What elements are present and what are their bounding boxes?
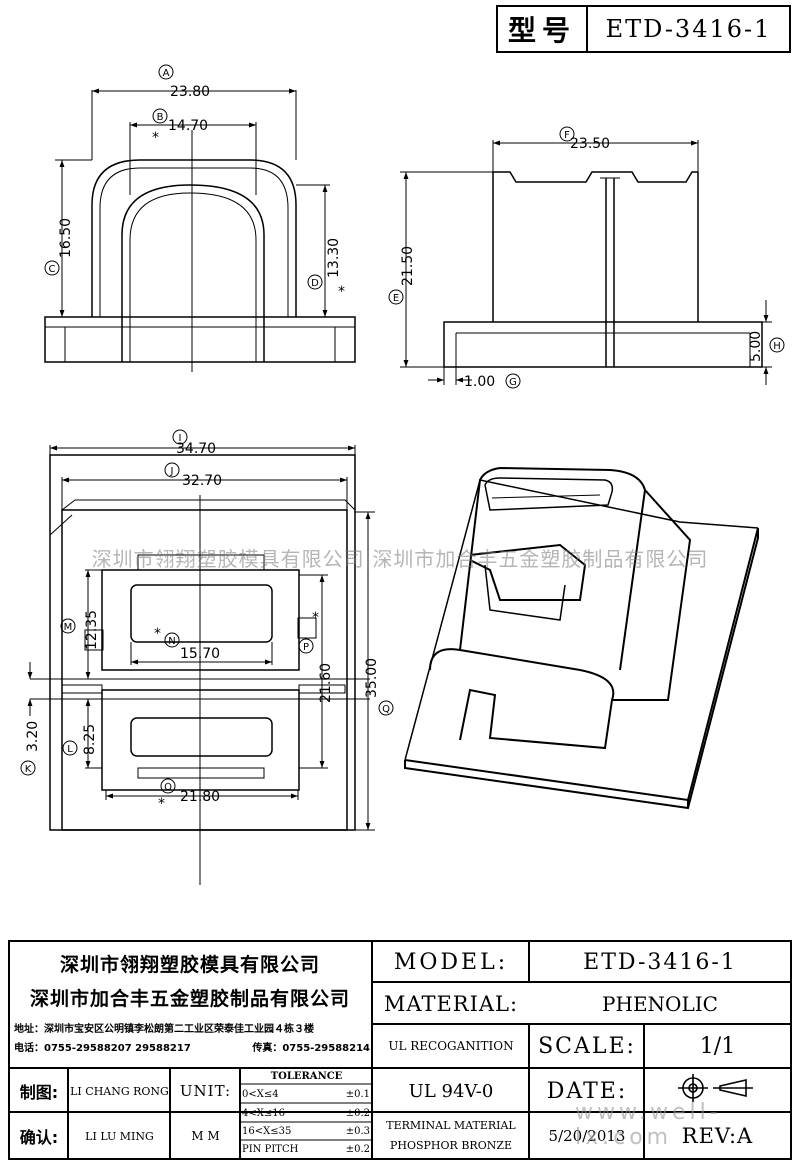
unit-value: M M bbox=[191, 1129, 220, 1143]
title-block-grid bbox=[8, 940, 792, 1160]
company-address: 地址：深圳市宝安区公明镇李松朗第二工业区荣泰佳工业园４栋３楼 bbox=[14, 1023, 314, 1035]
company-fax: 传真：0755-29588214 bbox=[252, 1042, 370, 1054]
dim-i-value: 34.70 bbox=[176, 441, 216, 457]
drawn-label: 制图: bbox=[19, 1083, 59, 1102]
isometric-view bbox=[404, 466, 759, 810]
material-value: PHENOLIC bbox=[602, 992, 718, 1016]
material-label: MATERIAL: bbox=[383, 992, 519, 1016]
dim-g-tag: G bbox=[509, 377, 517, 388]
title-block: 深圳市翎翔塑胶模具有限公司 深圳市加合丰五金塑胶制品有限公司 地址：深圳市宝安区… bbox=[8, 940, 792, 1160]
dim-b-value: 14.70 bbox=[168, 118, 208, 134]
dim-j-tag: J bbox=[170, 466, 174, 477]
dim-a-value: 23.80 bbox=[170, 84, 210, 100]
revision: REV:A bbox=[681, 1124, 754, 1148]
tolerance-value: ±0.1 bbox=[345, 1088, 370, 1100]
dim-m-value: 12.35 bbox=[84, 610, 100, 650]
dim-j-value: 32.70 bbox=[182, 473, 222, 489]
checked-label: 确认: bbox=[19, 1128, 59, 1147]
terminal-value: PHOSPHOR BRONZE bbox=[389, 1138, 513, 1152]
projection-symbol-icon bbox=[678, 1074, 753, 1102]
dim-o-value: 21.80 bbox=[180, 789, 220, 805]
unit-label: UNIT: bbox=[179, 1082, 232, 1100]
dim-f-value: 23.50 bbox=[570, 136, 610, 152]
dim-d-value: 13.30 bbox=[326, 238, 342, 278]
star-mark: * bbox=[154, 626, 161, 642]
dim-e-value: 21.50 bbox=[400, 246, 416, 286]
ul-label: UL RECOGANITION bbox=[388, 1039, 514, 1053]
dim-a-tag: A bbox=[163, 68, 170, 79]
watermark-text: 深圳市翎翔塑胶模具有限公司|深圳市加合丰五金塑胶制品有限公司 bbox=[91, 547, 709, 571]
dim-h-tag: H bbox=[773, 341, 781, 352]
tolerance-title: TOLERANCE bbox=[270, 1071, 343, 1082]
header-label: 型号 bbox=[498, 7, 588, 51]
dim-l-value: 8.25 bbox=[82, 724, 98, 755]
dim-p-tag: P bbox=[303, 642, 309, 653]
tolerance-range: PIN PITCH bbox=[242, 1144, 299, 1155]
company-phone: 电话：0755-29588207 29588217 bbox=[14, 1042, 191, 1054]
model-label: MODEL: bbox=[393, 949, 509, 975]
dim-n-value: 15.70 bbox=[180, 646, 220, 662]
watermark-site: www.well-lx.com bbox=[575, 1100, 722, 1150]
dim-q-value: 35.00 bbox=[364, 658, 380, 698]
date-value: 5/20/2013 bbox=[548, 1127, 626, 1145]
tolerance-range: 4<X≤16 bbox=[242, 1107, 285, 1119]
dim-m-tag: M bbox=[64, 622, 73, 633]
dim-c-tag: C bbox=[49, 264, 56, 275]
star-mark: * bbox=[312, 610, 319, 626]
dim-k-tag: K bbox=[25, 764, 32, 775]
scale-value: 1/1 bbox=[699, 1033, 736, 1059]
dim-d-tag: D bbox=[311, 278, 319, 289]
drawn-name: LI CHANG RONG bbox=[70, 1084, 169, 1098]
dim-n-tag: N bbox=[168, 636, 175, 647]
scale-label: SCALE: bbox=[538, 1033, 636, 1059]
front-view bbox=[44, 130, 356, 372]
header-box: 型号 ETD-3416-1 bbox=[496, 5, 791, 53]
model-value: ETD-3416-1 bbox=[583, 949, 737, 975]
company-name-2: 深圳市加合丰五金塑胶制品有限公司 bbox=[29, 987, 350, 1010]
dim-i-tag: I bbox=[179, 433, 182, 444]
tolerance-value: ±0.2 bbox=[345, 1107, 370, 1119]
dim-b-tag: B bbox=[157, 112, 164, 123]
technical-drawing: 23.80 14.70 16.50 13.30 23.50 21.50 1.00… bbox=[20, 64, 785, 885]
side-view bbox=[443, 171, 763, 368]
tolerance-value: ±0.2 bbox=[345, 1144, 370, 1155]
dim-o-tag: O bbox=[164, 782, 172, 793]
dim-k-value: 3.20 bbox=[25, 721, 41, 752]
dim-p-value: 21.60 bbox=[318, 663, 334, 703]
dim-c-value: 16.50 bbox=[58, 218, 74, 258]
dim-g-value: 1.00 bbox=[464, 374, 495, 390]
tolerance-range: 0<X≤4 bbox=[242, 1088, 279, 1100]
company-name-1: 深圳市翎翔塑胶模具有限公司 bbox=[59, 953, 320, 976]
star-mark: * bbox=[338, 284, 345, 300]
dim-l-tag: L bbox=[67, 744, 73, 755]
header-model: ETD-3416-1 bbox=[605, 15, 772, 43]
date-label: DATE: bbox=[546, 1078, 628, 1104]
star-mark: * bbox=[152, 130, 159, 146]
terminal-label: TERMINAL MATERIAL bbox=[386, 1118, 516, 1132]
star-mark: * bbox=[158, 796, 165, 812]
dim-h-value: 5.00 bbox=[748, 331, 764, 362]
dim-q-tag: Q bbox=[382, 704, 390, 715]
tolerance-range: 16<X≤35 bbox=[242, 1126, 292, 1137]
checked-name: LI LU MING bbox=[85, 1129, 154, 1143]
ul-value: UL 94V-0 bbox=[408, 1080, 494, 1102]
tolerance-value: ±0.3 bbox=[345, 1126, 370, 1137]
dim-f-tag: F bbox=[564, 130, 570, 141]
dim-e-tag: E bbox=[393, 293, 399, 304]
